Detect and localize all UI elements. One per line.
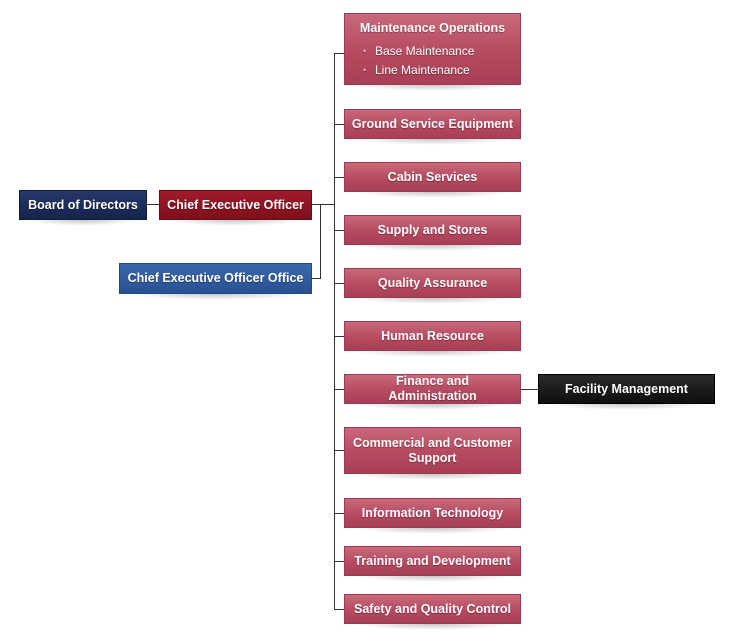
finance-and-administration-label: Finance and Administration xyxy=(388,374,477,403)
quality-assurance-label: Quality Assurance xyxy=(377,275,488,290)
sub-item-line-maintenance: • Line Maintenance xyxy=(351,61,514,80)
cabin-services-label: Cabin Services xyxy=(387,169,478,184)
connector-ground-service xyxy=(334,124,344,125)
commercial-and-customer-support-label: Commercial and Customer Support xyxy=(352,435,513,465)
cabin-services-box[interactable]: Cabin Services xyxy=(344,162,521,198)
connector-spine xyxy=(334,53,335,609)
supply-and-stores-box[interactable]: Supply and Stores xyxy=(344,215,521,251)
sub-item-base-maintenance: • Base Maintenance xyxy=(351,42,514,61)
maintenance-sub-list: • Base Maintenance • Line Maintenance xyxy=(351,42,514,80)
connector-cabin xyxy=(334,177,344,178)
ground-service-equipment-label: Ground Service Equipment xyxy=(351,116,514,131)
sub-item-label: Line Maintenance xyxy=(375,63,470,77)
board-of-directors-label: Board of Directors xyxy=(28,197,138,212)
facility-management-box[interactable]: Facility Management xyxy=(538,374,715,410)
connector-finance-facility xyxy=(521,389,538,390)
connector-safety xyxy=(334,609,344,610)
facility-management-label: Facility Management xyxy=(565,381,688,396)
connector-training xyxy=(334,561,344,562)
quality-assurance-box[interactable]: Quality Assurance xyxy=(344,268,521,304)
bullet-icon: • xyxy=(363,46,367,56)
information-technology-label: Information Technology xyxy=(361,505,504,520)
training-and-development-label: Training and Development xyxy=(354,553,511,568)
ceo-box[interactable]: Chief Executive Officer xyxy=(159,190,312,226)
connector-maintenance xyxy=(334,53,344,54)
sub-item-label: Base Maintenance xyxy=(375,44,475,58)
connector-ceo-branch xyxy=(312,204,334,205)
supply-and-stores-label: Supply and Stores xyxy=(377,222,488,237)
board-of-directors-box[interactable]: Board of Directors xyxy=(19,190,147,226)
connector-board-ceo xyxy=(147,204,159,205)
maintenance-operations-label: Maintenance Operations xyxy=(359,21,506,35)
commercial-and-customer-support-box[interactable]: Commercial and Customer Support xyxy=(344,427,521,480)
connector-finance xyxy=(334,389,344,390)
finance-and-administration-box[interactable]: Finance and Administration xyxy=(344,374,521,410)
connector-it xyxy=(334,513,344,514)
ceo-label: Chief Executive Officer xyxy=(167,197,304,212)
human-resource-label: Human Resource xyxy=(381,328,484,343)
safety-and-quality-control-box[interactable]: Safety and Quality Control xyxy=(344,594,521,630)
connector-ceo-office xyxy=(312,278,321,279)
bullet-icon: • xyxy=(363,65,367,75)
training-and-development-box[interactable]: Training and Development xyxy=(344,546,521,582)
connector-ceo-office-vertical xyxy=(320,204,321,278)
ground-service-equipment-box[interactable]: Ground Service Equipment xyxy=(344,109,521,145)
connector-quality xyxy=(334,283,344,284)
connector-commercial xyxy=(334,450,344,451)
human-resource-box[interactable]: Human Resource xyxy=(344,321,521,357)
connector-supply xyxy=(334,230,344,231)
ceo-office-box[interactable]: Chief Executive Officer Office xyxy=(119,263,312,300)
safety-and-quality-control-label: Safety and Quality Control xyxy=(354,601,511,616)
ceo-office-label: Chief Executive Officer Office xyxy=(127,271,304,285)
connector-hr xyxy=(334,336,344,337)
maintenance-operations-box[interactable]: Maintenance Operations • Base Maintenance… xyxy=(344,13,521,91)
information-technology-box[interactable]: Information Technology xyxy=(344,498,521,534)
